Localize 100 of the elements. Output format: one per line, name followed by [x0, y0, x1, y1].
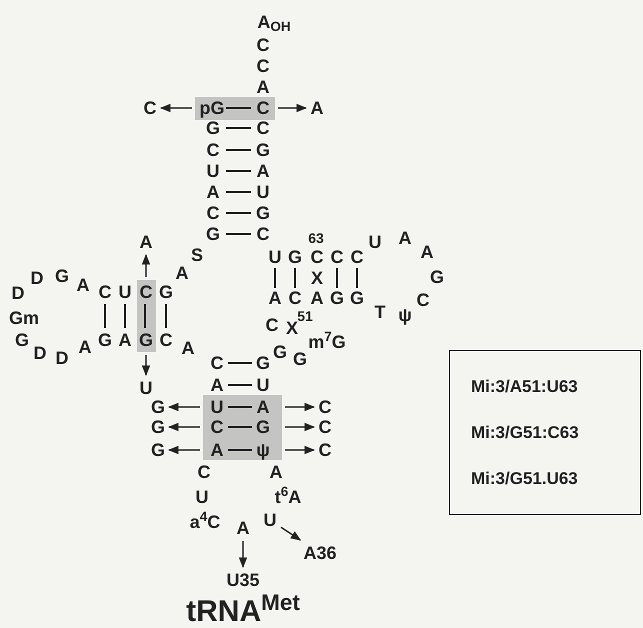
- nucleotide-letter: U: [256, 183, 270, 201]
- nucleotide-letter: U35: [224, 570, 262, 590]
- nucleotide-letter: A: [256, 398, 270, 416]
- nucleotide-letter: T: [374, 303, 386, 321]
- mismatch-notation: Mi:3/G51:C63: [471, 422, 580, 444]
- nucleotide-letter: S: [191, 246, 203, 264]
- nucleotide-letter: U: [210, 398, 224, 416]
- arrow: [280, 526, 302, 541]
- position-number: 51: [297, 309, 313, 323]
- nucleotide-letter: D: [34, 344, 46, 362]
- nucleotide-letter: A36: [301, 543, 339, 563]
- nucleotide-letter: C: [210, 418, 224, 436]
- arrow: [278, 104, 308, 112]
- nucleotide-letter: G: [98, 331, 112, 349]
- nucleotide-letter: t$^{6}$A: [274, 488, 302, 506]
- nucleotide-letter: C: [160, 331, 172, 349]
- nucleotide-letter: G: [55, 267, 69, 285]
- nucleotide-letter: A: [235, 518, 251, 538]
- nucleotide-letter: G: [288, 248, 302, 266]
- arrow: [285, 446, 316, 454]
- arrow: [168, 446, 200, 454]
- nucleotide-letter: U: [268, 248, 282, 266]
- nucleotide-letter: D: [56, 349, 68, 367]
- nucleotide-letter: Gm: [9, 309, 39, 327]
- nucleotide-letter: U: [256, 376, 270, 394]
- nucleotide-letter: C: [330, 248, 344, 266]
- nucleotide-letter: C: [317, 397, 333, 417]
- nucleotide-letter: A: [398, 229, 412, 247]
- nucleotide-letter: A: [176, 264, 188, 282]
- nucleotide-letter: A: [270, 463, 282, 481]
- nucleotide-letter: C: [98, 283, 112, 301]
- nucleotide-letter: A: [206, 183, 220, 201]
- nucleotide-letter: A: [78, 338, 92, 356]
- nucleotide-letter: G: [139, 331, 153, 349]
- nucleotide-letter: pG: [200, 99, 224, 117]
- nucleotide-letter: D: [12, 284, 24, 302]
- nucleotide-letter: C: [317, 417, 333, 437]
- nucleotide-letter: A: [268, 289, 282, 307]
- highlight-box: [195, 97, 275, 120]
- nucleotide-letter: C: [350, 248, 364, 266]
- nucleotide-letter: G: [150, 417, 166, 437]
- nucleotide-letter: A: [310, 289, 324, 307]
- nucleotide-letter: ψ: [398, 306, 412, 324]
- nucleotide-letter: C: [256, 225, 270, 243]
- nucleotide-letter: C: [266, 316, 278, 334]
- nucleotide-letter: G: [256, 141, 270, 159]
- arrow: [285, 402, 316, 412]
- nucleotide-letter: U: [206, 162, 220, 180]
- nucleotide-letter: A: [256, 78, 270, 96]
- nucleotide-letter: A: [118, 331, 132, 349]
- annotation-box: [449, 350, 641, 515]
- nucleotide-letter: G: [430, 268, 444, 286]
- nucleotide-letter: A: [138, 232, 154, 252]
- nucleotide-letter: A: [210, 376, 224, 394]
- title: tRNA$^{Met}$: [186, 597, 300, 627]
- arrow: [238, 541, 248, 568]
- nucleotide-letter: C: [256, 57, 270, 75]
- mismatch-mark: X: [311, 269, 323, 287]
- nucleotide-letter: C: [256, 36, 270, 54]
- nucleotide-letter: C: [317, 440, 333, 460]
- nucleotide-letter: G: [206, 225, 220, 243]
- arrow: [168, 422, 200, 432]
- nucleotide-letter: G: [150, 397, 166, 417]
- nucleotide-letter: C: [256, 99, 270, 117]
- nucleotide-letter: C: [198, 463, 210, 481]
- nucleotide-letter: C: [206, 204, 220, 222]
- arrow: [142, 254, 150, 277]
- nucleotide-letter: G: [206, 119, 220, 137]
- nucleotide-letter: G: [159, 283, 173, 301]
- nucleotide-letter: G: [256, 204, 270, 222]
- nucleotide-letter: U: [138, 378, 154, 398]
- nucleotide-letter: A$_{OH}$: [257, 13, 291, 31]
- nucleotide-letter: C: [142, 98, 158, 118]
- nucleotide-letter: a$^{4}$C: [190, 513, 220, 531]
- nucleotide-letter: G: [256, 354, 270, 372]
- nucleotide-letter: C: [210, 354, 224, 372]
- highlight-box: [203, 395, 282, 460]
- nucleotide-letter: A: [309, 98, 325, 118]
- nucleotide-letter: D: [30, 269, 44, 287]
- nucleotide-letter: U: [196, 488, 208, 506]
- arrow: [142, 355, 150, 376]
- nucleotide-letter: C: [288, 289, 302, 307]
- nucleotide-letter: A: [256, 162, 270, 180]
- nucleotide-letter: C: [140, 283, 152, 301]
- nucleotide-letter: G: [150, 440, 166, 460]
- mismatch-mark: X: [286, 319, 298, 337]
- highlight-box: [137, 280, 156, 352]
- nucleotide-letter: C: [206, 141, 220, 159]
- position-number: 63: [308, 231, 324, 245]
- nucleotide-letter: U: [368, 233, 382, 251]
- nucleotide-letter: A: [76, 276, 90, 294]
- arrow: [285, 422, 316, 432]
- mismatch-notation: Mi:3/A51:U63: [471, 376, 579, 397]
- nucleotide-letter: G: [293, 350, 307, 368]
- mismatch-notation: Mi:3/G51.U63: [471, 468, 579, 490]
- nucleotide-letter: C: [310, 248, 324, 266]
- nucleotide-letter: m$^{7}$G: [308, 333, 346, 351]
- arrow: [168, 402, 200, 412]
- nucleotide-letter: A: [182, 339, 194, 357]
- nucleotide-letter: G: [350, 289, 364, 307]
